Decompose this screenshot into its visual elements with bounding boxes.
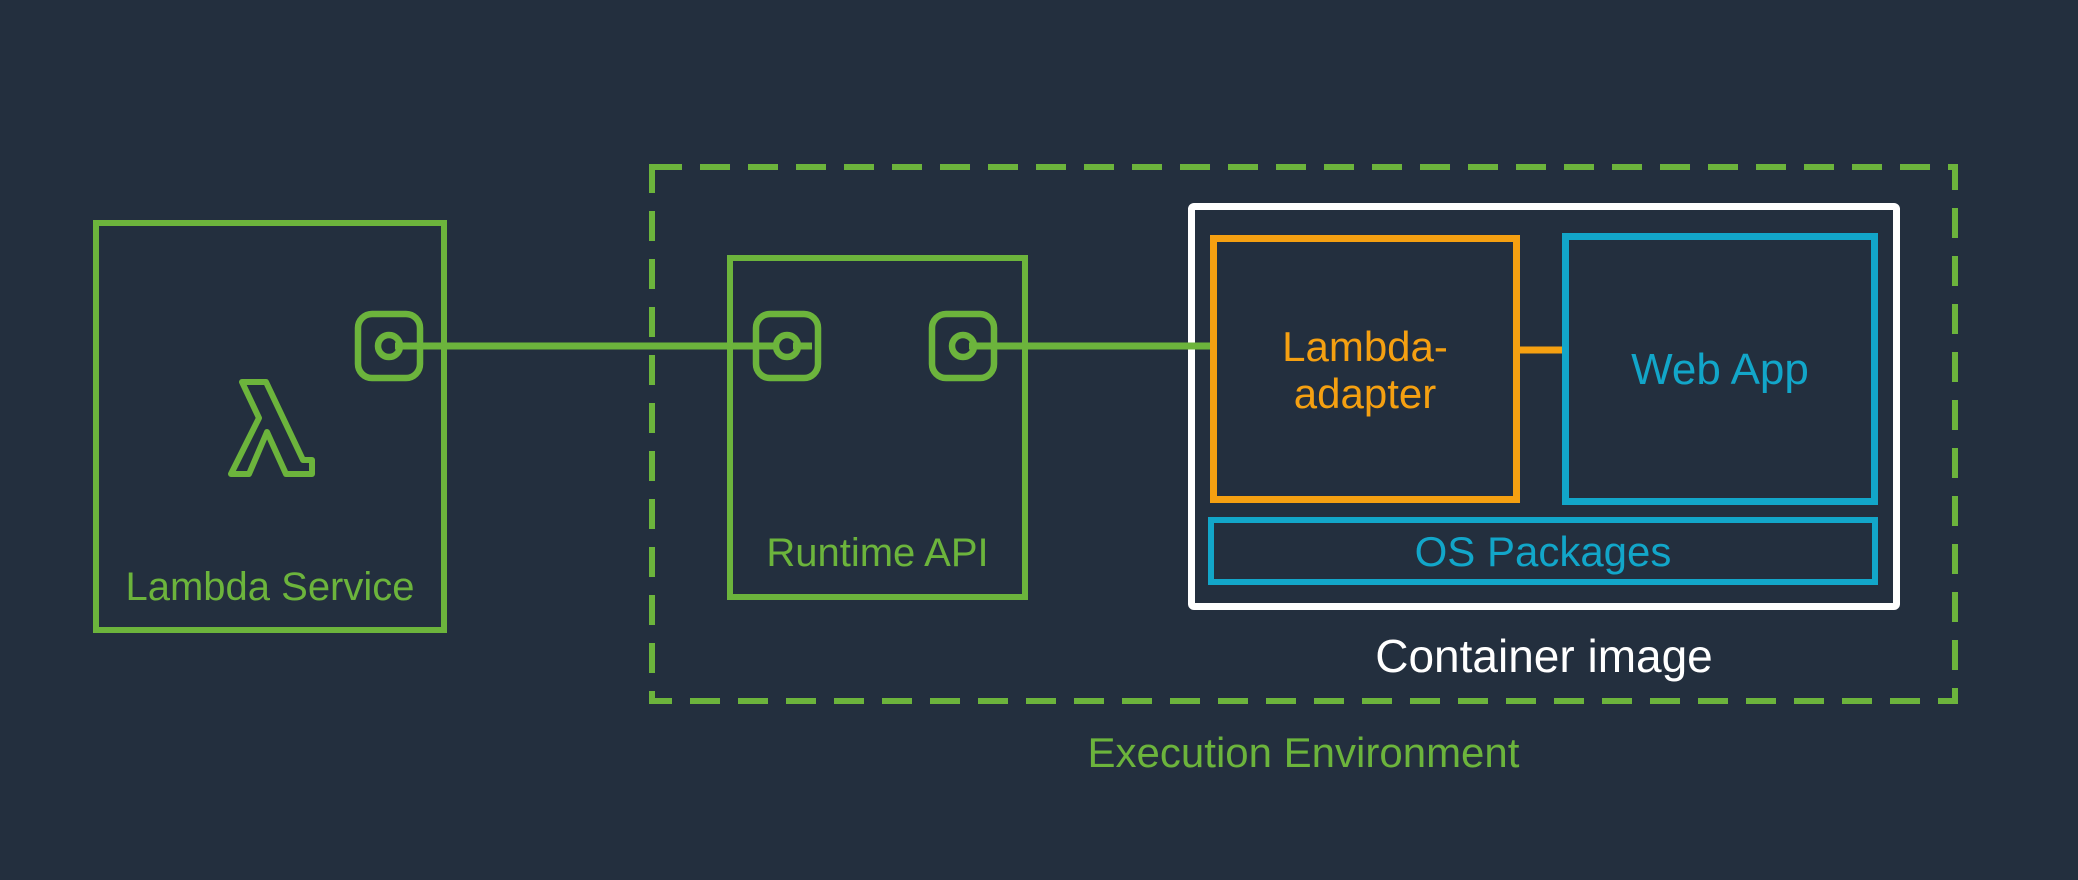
web-app-label: Web App: [1631, 345, 1809, 394]
lambda-adapter-label: Lambda- adapter: [1282, 323, 1448, 418]
execution-environment-label: Execution Environment: [1087, 729, 1520, 776]
lambda-service-label: Lambda Service: [125, 565, 415, 609]
container-image-label: Container image: [1375, 630, 1713, 682]
runtime-api-label: Runtime API: [766, 531, 989, 575]
lambda-service-box: [93, 220, 447, 633]
os-packages-label: OS Packages: [1414, 528, 1672, 575]
